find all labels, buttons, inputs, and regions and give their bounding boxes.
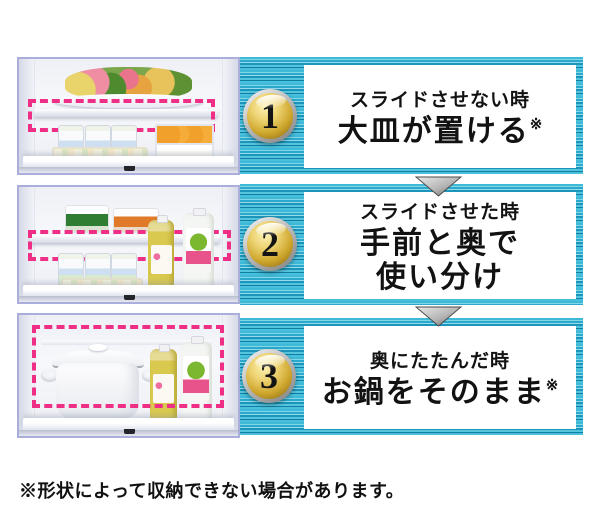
caption-heading: スライドさせた時 [359,201,520,223]
white-pot [56,363,140,420]
caption-title-line2: 使い分け [376,260,504,294]
down-arrow-icon [415,176,462,197]
caption-box: スライドさせた時 手前と奥で 使い分け [304,192,576,299]
slide-shelf [29,235,221,244]
pet-bottle-tea [150,343,177,422]
caption-heading: スライドさせない時 [349,89,530,111]
pot-lid-knob [89,344,107,352]
fridge-photo-step1 [17,57,240,175]
fridge-floor-notch [124,166,136,171]
caption-box: スライドさせない時 大皿が置ける※ [304,65,576,168]
slide-shelf [34,109,219,118]
caption-panel-step3: 奥にたたんだ時 お鍋をそのまま※ [240,318,583,435]
fridge-floor-shelf [23,284,234,297]
fridge-wall-left [19,187,36,302]
asterisk-mark: ※ [529,116,543,133]
pot-handle-left [40,369,59,382]
fridge-photo-step3 [17,313,240,438]
caption-title-text: 大皿が置ける [337,114,530,148]
step-badge-2: 2 [243,217,297,271]
container-oranges [154,123,214,146]
step-badge-1: 1 [243,89,297,143]
caption-title: 手前と奥で [360,227,520,261]
pet-bottle-tea [148,215,175,293]
food-on-plate [64,66,192,99]
caption-title-text: 手前と奥で [360,226,520,260]
folded-shelf [40,340,212,346]
fridge-floor-notch [124,428,136,434]
pet-bottle-white [181,336,212,422]
fridge-floor-shelf [23,417,234,430]
fridge-photo-step2 [17,185,240,304]
caption-title-text: お鍋をそのまま [321,375,546,409]
caption-panel-step1: スライドさせない時 大皿が置ける※ [240,57,583,174]
caption-box: 奥にたたんだ時 お鍋をそのまま※ [304,326,576,429]
caption-heading: 奥にたたんだ時 [369,350,510,372]
caption-title: 大皿が置ける※ [338,115,543,149]
fridge-floor-notch [124,295,136,300]
asterisk-mark: ※ [545,377,559,394]
fridge-wall-right [221,59,238,173]
step-badge-3: 3 [242,349,296,403]
caption-title: お鍋をそのまま※ [322,376,559,410]
space-highlight-dashed-box [32,324,225,408]
down-arrow-icon [415,306,462,327]
caption-panel-step2: スライドさせた時 手前と奥で 使い分け [240,184,583,305]
footnote-text: ※形状によって収納できない場合があります。 [19,481,405,501]
pet-bottle-white [183,207,214,293]
fridge-floor-shelf [23,155,234,168]
